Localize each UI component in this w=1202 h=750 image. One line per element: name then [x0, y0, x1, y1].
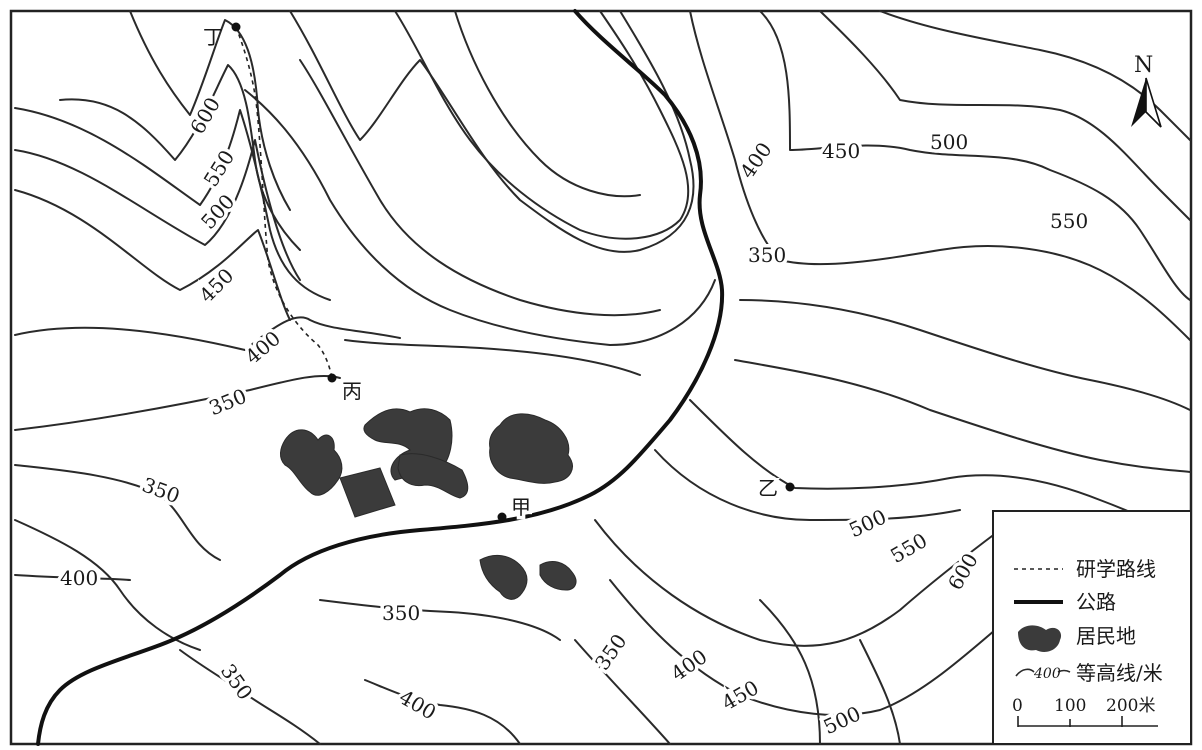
north-label: N [1134, 53, 1153, 78]
contour-line [14, 139, 301, 281]
scale-tick-200: 200米 [1106, 696, 1155, 716]
legend-settlement-label: 居民地 [1076, 624, 1136, 648]
settlement-area [397, 453, 469, 499]
contour-line [14, 574, 131, 581]
scale-tick-100: 100 [1054, 696, 1086, 716]
legend-road-label: 公路 [1076, 590, 1116, 614]
settlement-area [489, 413, 573, 484]
point-yi-label: 乙 [758, 476, 778, 500]
contour-line [344, 339, 641, 376]
settlement-area [280, 429, 343, 496]
point-ding-label: 丁 [203, 25, 223, 49]
legend-contour-sample: 400 [1033, 666, 1061, 682]
contour-line [289, 10, 695, 253]
contour-line [879, 10, 1191, 141]
settlement-area [539, 561, 577, 591]
legend-settlement-symbol [1018, 625, 1062, 652]
contour-line [14, 464, 221, 561]
north-arrow-icon: N [1131, 53, 1162, 128]
contour-line [759, 10, 1191, 301]
point-jia-label: 甲 [511, 495, 531, 519]
contour-label: 350 [382, 601, 420, 625]
settlement-area [339, 467, 396, 518]
point-bing-label: 丙 [342, 379, 362, 403]
contour-line [739, 299, 1191, 411]
contour-line [759, 599, 821, 745]
contour-line [394, 10, 690, 240]
contour-lines [14, 10, 1191, 745]
contour-line [594, 519, 1001, 647]
contour-line [14, 316, 401, 351]
contour-label: 450 [822, 139, 860, 163]
contour-line [14, 374, 341, 431]
contour-line [364, 679, 521, 745]
contour-label: 550 [1050, 209, 1088, 233]
point-ding-dot [231, 22, 241, 32]
settlements [280, 408, 577, 600]
contour-label: 350 [748, 243, 786, 267]
scale-tick-0: 0 [1012, 696, 1023, 716]
contour-label: 500 [930, 130, 968, 154]
contour-line [734, 359, 1191, 473]
contour-line [299, 59, 661, 317]
contour-line [14, 519, 201, 651]
contour-line [654, 449, 961, 521]
contour-line [129, 10, 291, 211]
contour-line [859, 639, 901, 745]
point-bing-dot [327, 373, 337, 383]
point-yi-dot [785, 482, 795, 492]
contour-line [574, 639, 671, 745]
scale-bar: 0 100 200米 [1012, 696, 1158, 727]
point-markers: 丁 丙 甲 乙 [203, 22, 795, 523]
contour-line [819, 10, 1191, 221]
contour-line [319, 599, 561, 641]
point-jia-dot [497, 512, 507, 522]
contour-label: 400 [60, 566, 98, 590]
settlement-area [479, 554, 528, 600]
legend-route-label: 研学路线 [1076, 557, 1156, 581]
contour-line [609, 579, 996, 716]
road [36, 9, 725, 746]
contour-line [689, 399, 1191, 541]
contour-line [14, 189, 291, 321]
legend: 研学路线 公路 居民地 400 等高线/米 0 100 200米 [992, 510, 1192, 745]
contour-line [689, 10, 1191, 341]
contour-line [14, 107, 331, 301]
contour-line [454, 10, 641, 198]
research-route [235, 26, 333, 379]
legend-contour-label: 等高线/米 [1076, 661, 1163, 685]
contour-line [179, 649, 321, 745]
legend-contour-symbol [1015, 668, 1035, 677]
contour-line [244, 89, 716, 346]
